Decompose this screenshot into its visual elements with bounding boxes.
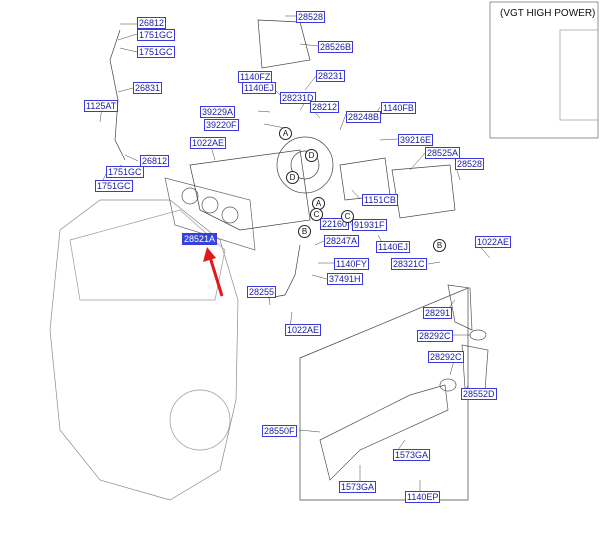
inset-title: (VGT HIGH POWER) [500,8,596,19]
callout-1140fb[interactable]: 1140FB [381,102,416,114]
hose-lower [461,344,489,391]
callout-28248b[interactable]: 28248B [346,111,382,123]
callout-28247a[interactable]: 28247A [324,235,360,247]
callout-1140ej[interactable]: 1140EJ [242,82,276,94]
callout-1125at[interactable]: 1125AT [84,100,119,112]
oil-feed-line [109,29,126,161]
marker-d: D [286,171,299,184]
callout-28231[interactable]: 28231 [316,70,346,82]
inset-manifold [559,29,599,121]
marker-a: A [312,197,325,210]
marker-b: B [433,239,446,252]
red-arrow [203,247,224,297]
marker-b: B [298,225,311,238]
callout-1573ga[interactable]: 1573GA [339,481,377,493]
inset-frame [489,1,599,139]
callout-28552d[interactable]: 28552D [461,388,497,400]
callout-28291[interactable]: 28291 [423,307,453,319]
heat-shield-side [391,164,456,219]
callout-28292c[interactable]: 28292C [417,330,453,342]
callout-22160[interactable]: 22160 [320,218,350,230]
callout-28550f[interactable]: 28550F [262,425,297,437]
callout-26831[interactable]: 26831 [133,82,163,94]
callout-1751gc[interactable]: 1751GC [106,166,144,178]
callout-26812[interactable]: 26812 [140,155,170,167]
callout-1751gc[interactable]: 1751GC [137,29,175,41]
marker-a: A [279,127,292,140]
callout-1022ae[interactable]: 1022AE [475,236,512,248]
callout-28255[interactable]: 28255 [247,286,277,298]
callout-1751gc[interactable]: 1751GC [137,46,175,58]
intake-pipe [319,384,449,481]
marker-c: C [310,208,323,221]
callout-1140ep[interactable]: 1140EP [405,491,441,503]
engine-block [49,199,239,501]
callout-39220f[interactable]: 39220F [204,119,239,131]
callout-28525a[interactable]: 28525A [425,147,461,159]
engine-head [69,209,226,301]
heat-shield-top [257,19,311,69]
marker-d: D [305,149,318,162]
callout-28212[interactable]: 28212 [310,101,340,113]
hose-upper [447,284,473,331]
exhaust-manifold [189,149,311,231]
marker-c: C [341,210,354,223]
callout-37491h[interactable]: 37491H [327,273,363,285]
callout-28321c[interactable]: 28321C [391,258,427,270]
callout-1151cb[interactable]: 1151CB [362,194,398,206]
callout-91931f[interactable]: 91931F [352,219,387,231]
callout-1140ej[interactable]: 1140EJ [376,241,410,253]
callout-28292c[interactable]: 28292C [428,351,464,363]
callout-28521a[interactable]: 28521A [182,233,218,245]
engine-pulley [169,389,231,451]
callout-1140fy[interactable]: 1140FY [334,258,369,270]
callout-28526b[interactable]: 28526B [318,41,354,53]
oil-return-pipe [267,244,301,299]
callout-28231d[interactable]: 28231D [280,92,316,104]
callout-1573ga[interactable]: 1573GA [393,449,431,461]
manifold-gasket [164,177,256,251]
callout-28528[interactable]: 28528 [455,158,485,170]
callout-1022ae[interactable]: 1022AE [190,137,227,149]
intake-assembly-frame [299,287,469,501]
callout-28528[interactable]: 28528 [296,11,326,23]
callout-39229a[interactable]: 39229A [200,106,236,118]
callout-1022ae[interactable]: 1022AE [285,324,322,336]
callout-39216e[interactable]: 39216E [398,134,434,146]
callout-26812[interactable]: 26812 [137,17,167,29]
turbocharger [276,136,334,194]
callout-1751gc[interactable]: 1751GC [95,180,133,192]
